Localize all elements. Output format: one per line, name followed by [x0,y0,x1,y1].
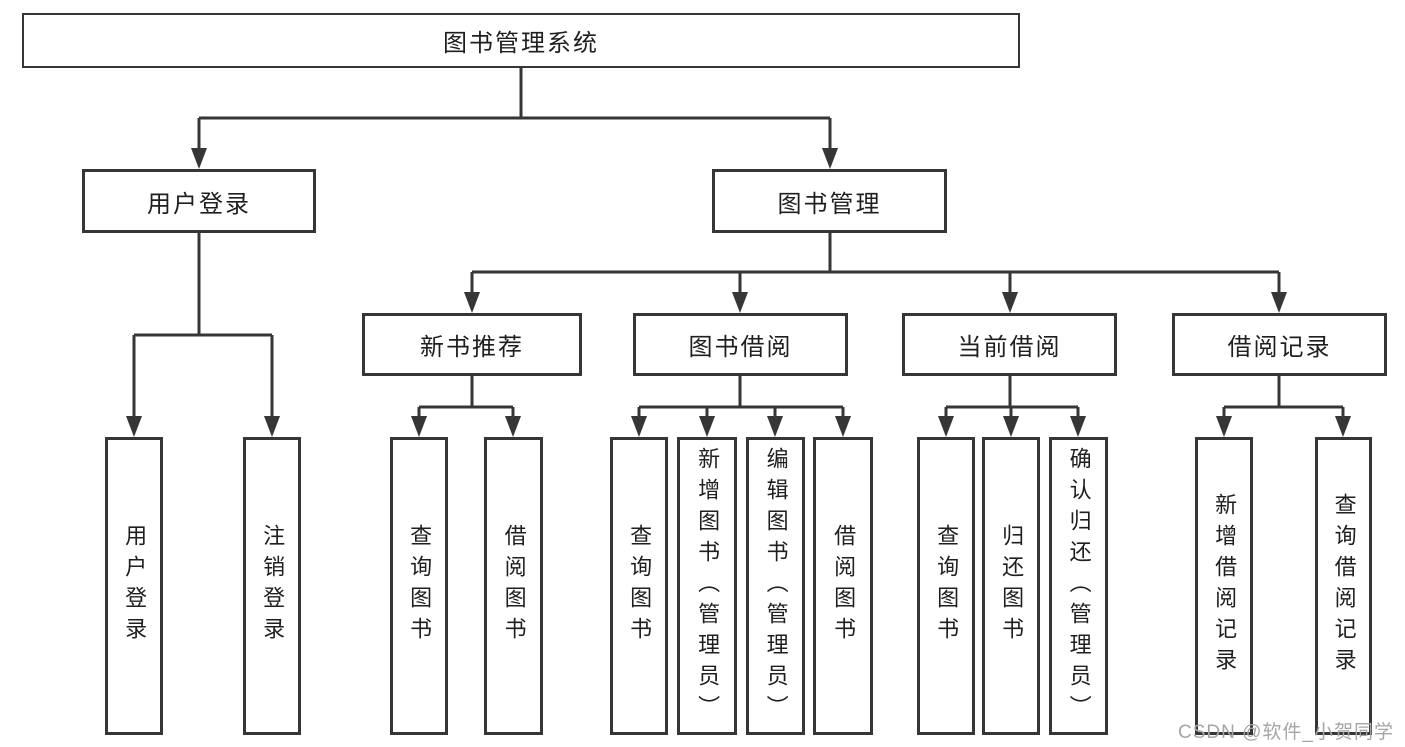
leaf-label: 确认归还（管理员） [1066,446,1092,726]
arrowhead-icon [1335,416,1351,437]
leaf-label: 注销登录 [260,524,286,648]
arrowhead-icon [264,416,280,437]
leaf-label: 用户登录 [122,524,148,648]
arrowhead-icon [732,292,748,313]
node-current-borrow: 当前借阅 [902,313,1117,376]
leaf-bb-edit-book: 编辑图书（管理员） [746,437,805,735]
leaf-bb-query-book: 查询图书 [610,437,668,735]
arrowhead-icon [126,416,142,437]
arrowhead-icon [411,416,427,437]
arrowhead-icon [822,148,838,169]
leaf-cb-query-book: 查询图书 [917,437,975,735]
leaf-label: 借阅图书 [501,524,527,648]
node-book-management: 图书管理 [712,169,947,233]
leaf-cb-return-book: 归还图书 [982,437,1040,735]
arrowhead-icon [835,416,851,437]
leaf-logout: 注销登录 [243,437,301,735]
arrowhead-icon [1070,416,1086,437]
arrowhead-icon [1003,416,1019,437]
connector-paths [132,68,1345,420]
leaf-br-query-record: 查询借阅记录 [1315,437,1372,735]
arrowhead-icon [505,416,521,437]
leaf-bb-add-book: 新增图书（管理员） [677,437,737,735]
leaf-label: 查询图书 [627,524,653,648]
leaf-label: 归还图书 [999,524,1025,648]
watermark: CSDN @软件_小贺同学 [1178,722,1394,743]
leaf-nbr-query-book: 查询图书 [390,437,448,735]
leaf-cb-confirm-return: 确认归还（管理员） [1049,437,1108,735]
leaf-label: 新增图书（管理员） [695,446,721,726]
leaf-label: 编辑图书（管理员） [763,446,789,726]
node-new-book-recommend: 新书推荐 [362,313,582,376]
leaf-label: 查询图书 [407,524,433,648]
leaf-bb-borrow-book: 借阅图书 [813,437,873,735]
node-book-borrow: 图书借阅 [633,313,848,376]
leaf-label: 查询图书 [934,524,960,648]
connector-path [132,68,1345,420]
arrowhead-icon [464,292,480,313]
arrowhead-icon [191,148,207,169]
arrowheads [126,148,1351,437]
arrowhead-icon [699,416,715,437]
leaf-user-login: 用户登录 [105,437,163,735]
arrowhead-icon [938,416,954,437]
leaf-nbr-borrow-book: 借阅图书 [484,437,543,735]
leaf-label: 查询借阅记录 [1331,493,1357,679]
arrowhead-icon [1216,416,1232,437]
node-user-login: 用户登录 [82,169,316,233]
leaf-br-add-record: 新增借阅记录 [1195,437,1253,735]
arrowhead-icon [1002,292,1018,313]
leaf-label: 新增借阅记录 [1212,493,1238,679]
arrowhead-icon [631,416,647,437]
leaf-label: 借阅图书 [831,524,857,648]
arrowhead-icon [1271,292,1287,313]
node-borrow-records: 借阅记录 [1172,313,1387,376]
arrowhead-icon [767,416,783,437]
node-root: 图书管理系统 [22,13,1020,68]
